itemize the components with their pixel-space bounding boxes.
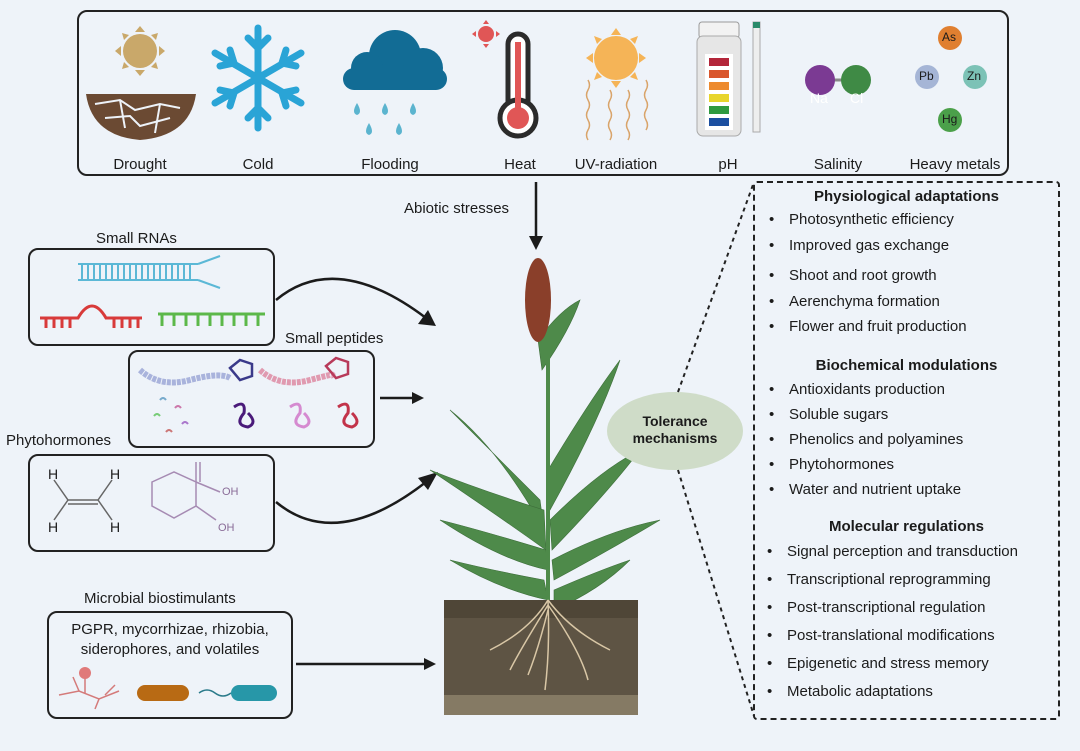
ph-test-strip-icon [696, 21, 761, 137]
list-item: Metabolic adaptations [767, 683, 1058, 700]
list-item: Soluble sugars [769, 406, 1058, 423]
atom-zn: Zn [967, 69, 982, 83]
stress-label: Heat [504, 156, 536, 173]
tolerance-mechanisms-panel: Physiological adaptations Photosynthetic… [753, 181, 1060, 720]
atom-hg: Hg [942, 112, 958, 126]
microbial-title: Microbial biostimulants [84, 590, 236, 607]
list-item: Phenolics and polyamines [769, 431, 1058, 448]
list-item: Shoot and root growth [769, 267, 1058, 284]
list-item: Transcriptional reprogramming [767, 571, 1058, 588]
small-rnas-box [28, 248, 275, 346]
list-item: Post-translational modifications [767, 627, 1058, 644]
phytohormones-box: H H H H OH OH [28, 454, 275, 552]
atom-pb: Pb [919, 69, 934, 83]
rain-cloud-icon [343, 30, 447, 135]
stress-label: pH [718, 156, 738, 173]
microbial-box: PGPR, mycorrhizae, rhizobia, siderophore… [47, 611, 293, 719]
atom-cl: Cl [850, 90, 864, 106]
atom-h: H [110, 519, 121, 535]
zoom-connector-lines [677, 181, 755, 717]
snowflake-icon [211, 24, 305, 132]
panicle [525, 258, 551, 342]
small-rnas-arrow [275, 277, 436, 326]
stress-label: Flooding [361, 156, 419, 173]
bubble-text-line1: Tolerance [642, 413, 708, 429]
list-item: Post-transcriptional regulation [767, 599, 1058, 616]
atom-na: Na [810, 90, 828, 106]
list-item: Epigenetic and stress memory [767, 655, 1058, 672]
molecular-section: Molecular regulations Signal perception … [755, 518, 1058, 700]
bubble-text-line2: mechanisms [632, 430, 718, 446]
section-title: Physiological adaptations [813, 188, 1000, 205]
list-item: Antioxidants production [769, 381, 1058, 398]
microbial-text-line2: siderophores, and volatiles [80, 641, 260, 658]
microbes-icon [58, 667, 277, 710]
atom-as: As [942, 30, 957, 44]
small-peptides-box [128, 350, 375, 448]
thermometer-icon [472, 20, 539, 139]
section-title: Molecular regulations [828, 518, 985, 535]
small-peptides-title: Small peptides [285, 330, 384, 347]
roots [489, 599, 611, 691]
list-item: Water and nutrient uptake [769, 481, 1058, 498]
stress-label: Salinity [813, 156, 863, 173]
microbial-text-line1: PGPR, mycorrhizae, rhizobia, [71, 621, 269, 638]
list-item: Phytohormones [769, 456, 1058, 473]
rna-duplex-icon [40, 255, 265, 328]
physiological-section: Physiological adaptations Photosynthetic… [755, 188, 1058, 335]
hydroxyl-label: OH [218, 522, 235, 534]
stress-label: Heavy metals [909, 156, 1001, 173]
atom-h: H [110, 466, 121, 482]
list-item: Photosynthetic efficiency [769, 211, 1058, 228]
stress-label: Drought [113, 156, 167, 173]
heavy-metals-icon [915, 26, 987, 132]
abiotic-arrow [529, 182, 543, 250]
microbial-arrow [296, 658, 436, 670]
list-item: Signal perception and transduction [767, 543, 1058, 560]
list-item: Flower and fruit production [769, 318, 1058, 335]
atom-h: H [48, 519, 59, 535]
uv-sun-icon [585, 28, 649, 141]
peptides-icon [137, 356, 359, 433]
tolerance-mechanisms-bubble: Tolerance mechanisms [607, 392, 743, 470]
phytohormones-arrow [275, 472, 438, 525]
atom-h: H [48, 466, 59, 482]
sorghum-plant-illustration [429, 258, 661, 715]
stress-label: UV-radiation [574, 156, 658, 173]
small-peptides-arrow [380, 392, 424, 404]
section-title: Biochemical modulations [815, 357, 998, 374]
biochemical-section: Biochemical modulations Antioxidants pro… [755, 357, 1058, 498]
abiotic-stresses-label: Abiotic stresses [404, 200, 510, 217]
drought-icon [86, 26, 196, 140]
stress-label: Cold [242, 156, 274, 173]
hydroxyl-label: OH [222, 486, 239, 498]
nacl-molecule-icon [805, 65, 871, 95]
phytohormones-title: Phytohormones [6, 432, 112, 449]
small-rnas-title: Small RNAs [96, 230, 177, 247]
list-item: Improved gas exchange [769, 237, 1058, 254]
ethylene-salicylic-acid-structure [53, 462, 221, 521]
list-item: Aerenchyma formation [769, 293, 1058, 310]
